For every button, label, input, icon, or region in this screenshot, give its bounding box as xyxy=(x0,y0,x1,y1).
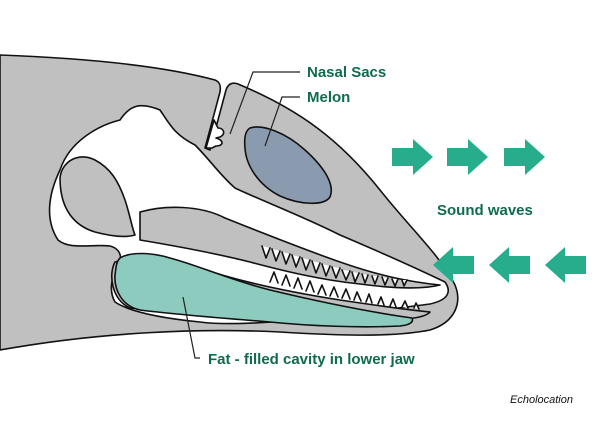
melon-label: Melon xyxy=(307,89,350,106)
arrow-right-icon xyxy=(447,139,488,175)
eye-socket xyxy=(59,156,136,238)
arrow-left-icon xyxy=(433,247,474,283)
arrow-left-icon xyxy=(545,247,586,283)
arrow-left-icon xyxy=(489,247,530,283)
arrow-right-icon xyxy=(504,139,545,175)
nasal-sacs-label: Nasal Sacs xyxy=(307,64,386,81)
nasal-passage xyxy=(205,119,225,149)
fat-cavity-label: Fat - filled cavity in lower jaw xyxy=(208,351,415,368)
nasal-sacs-leader xyxy=(229,71,300,135)
rostrum-upper xyxy=(139,206,441,289)
caption: Echolocation xyxy=(510,394,573,406)
melon-leader xyxy=(264,96,300,147)
fat-cavity-leader xyxy=(182,296,200,359)
outgoing-sound-arrows xyxy=(392,139,545,175)
lower-teeth xyxy=(269,271,420,310)
fat-cavity xyxy=(114,252,414,328)
incoming-echo-arrows xyxy=(433,247,586,283)
arrow-right-icon xyxy=(392,139,433,175)
sound-waves-label: Sound waves xyxy=(437,202,533,219)
upper-teeth xyxy=(261,245,408,287)
melon xyxy=(243,126,332,205)
